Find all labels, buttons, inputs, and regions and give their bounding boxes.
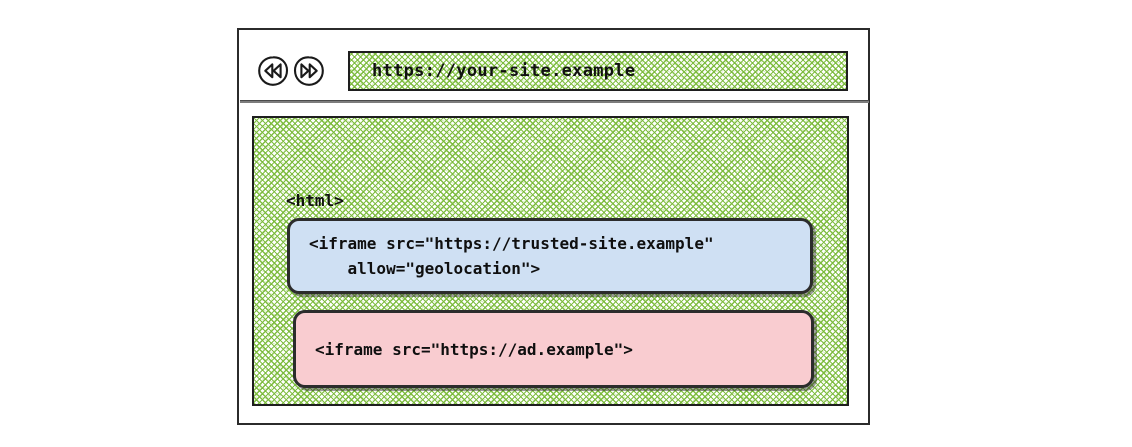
url-bar[interactable]: https://your-site.example (348, 51, 848, 91)
trusted-site-iframe-code: <iframe src="https://trusted-site.exampl… (309, 234, 714, 278)
page-content-area: <html> // your-site.example code <iframe… (252, 116, 849, 406)
browser-toolbar: https://your-site.example (239, 30, 869, 103)
url-text: https://your-site.example (372, 61, 636, 81)
trusted-site-iframe[interactable]: <iframe src="https://trusted-site.exampl… (287, 218, 813, 294)
toolbar-divider (240, 100, 869, 103)
browser-window: https://your-site.example <html> // your… (237, 28, 870, 425)
back-button[interactable] (257, 55, 289, 87)
ad-iframe[interactable]: <iframe src="https://ad.example"> (293, 310, 814, 388)
rewind-double-left-icon (258, 56, 289, 86)
forward-button[interactable] (293, 55, 325, 87)
code-line-html-tag: <html> (286, 191, 344, 210)
fast-forward-double-right-icon (293, 56, 324, 86)
ad-iframe-code: <iframe src="https://ad.example"> (315, 339, 633, 359)
